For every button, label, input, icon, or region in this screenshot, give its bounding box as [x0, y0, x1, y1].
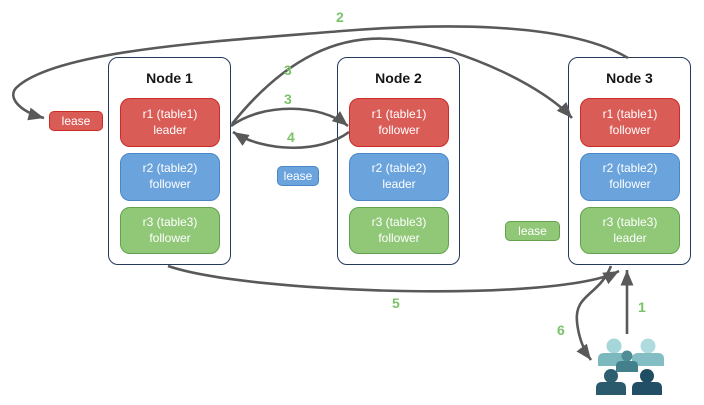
- replica-role-label: leader: [153, 122, 187, 137]
- step-label-1: 1: [638, 299, 646, 315]
- replica-role-label: leader: [613, 230, 647, 245]
- node-1-replica-r1: r1 (table1) leader: [120, 98, 220, 147]
- lease-badge-r2: lease: [277, 166, 319, 186]
- step-label-6: 6: [557, 322, 565, 338]
- replica-role-label: follower: [149, 177, 191, 191]
- node-3-replica-r1: r1 (table1) follower: [580, 98, 680, 147]
- replica-range-label: r2 (table2): [142, 161, 198, 176]
- step-label-4: 4: [287, 129, 295, 145]
- replica-range-label: r3 (table3): [142, 214, 198, 229]
- replica-range-label: r3 (table3): [371, 214, 427, 229]
- replica-range-label: r1 (table1): [142, 106, 198, 121]
- node-1-replica-r3: r3 (table3) follower: [120, 207, 220, 254]
- arrow-step5-node1-to-node3: [167, 264, 620, 293]
- node-2-replica-r2: r2 (table2) leader: [349, 153, 449, 201]
- step-label-3a: 3: [284, 62, 292, 78]
- lease-badge-r3: lease: [505, 221, 560, 241]
- node-1-title: Node 1: [146, 70, 193, 86]
- node-2-replica-r3: r3 (table3) follower: [349, 207, 449, 254]
- node-2: Node 2 r1 (table1) follower r2 (table2) …: [337, 57, 460, 265]
- lease-badge-r1: lease: [49, 111, 103, 131]
- node-1-replica-r2: r2 (table2) follower: [120, 153, 220, 201]
- node-3-replica-r2: r2 (table2) follower: [580, 153, 680, 201]
- node-1: Node 1 r1 (table1) leader r2 (table2) fo…: [108, 57, 231, 265]
- replica-role-label: follower: [609, 122, 651, 137]
- node-3: Node 3 r1 (table1) follower r2 (table2) …: [568, 57, 691, 265]
- replica-role-label: follower: [378, 122, 420, 137]
- replica-role-label: follower: [149, 230, 191, 245]
- replica-range-label: r1 (table1): [602, 106, 658, 121]
- node-2-title: Node 2: [375, 70, 422, 86]
- node-2-replica-r1: r1 (table1) follower: [349, 98, 449, 147]
- clients-users-icon: [596, 333, 666, 395]
- node-3-title: Node 3: [606, 70, 653, 86]
- step-label-5: 5: [392, 295, 400, 311]
- replica-range-label: r3 (table3): [602, 214, 658, 229]
- node-3-replica-r3: r3 (table3) leader: [580, 207, 680, 254]
- step-label-3b: 3: [284, 91, 292, 107]
- arrow-step2-node3-to-lease: [12, 25, 629, 121]
- arrow-step3-node1-to-node2: [230, 107, 349, 128]
- replica-range-label: r2 (table2): [371, 161, 427, 176]
- step-label-2: 2: [336, 9, 344, 25]
- replica-range-label: r1 (table1): [371, 106, 427, 121]
- replica-role-label: follower: [378, 230, 420, 245]
- replica-role-label: follower: [609, 177, 651, 191]
- replica-range-label: r2 (table2): [602, 161, 658, 176]
- replica-role-label: leader: [382, 177, 416, 191]
